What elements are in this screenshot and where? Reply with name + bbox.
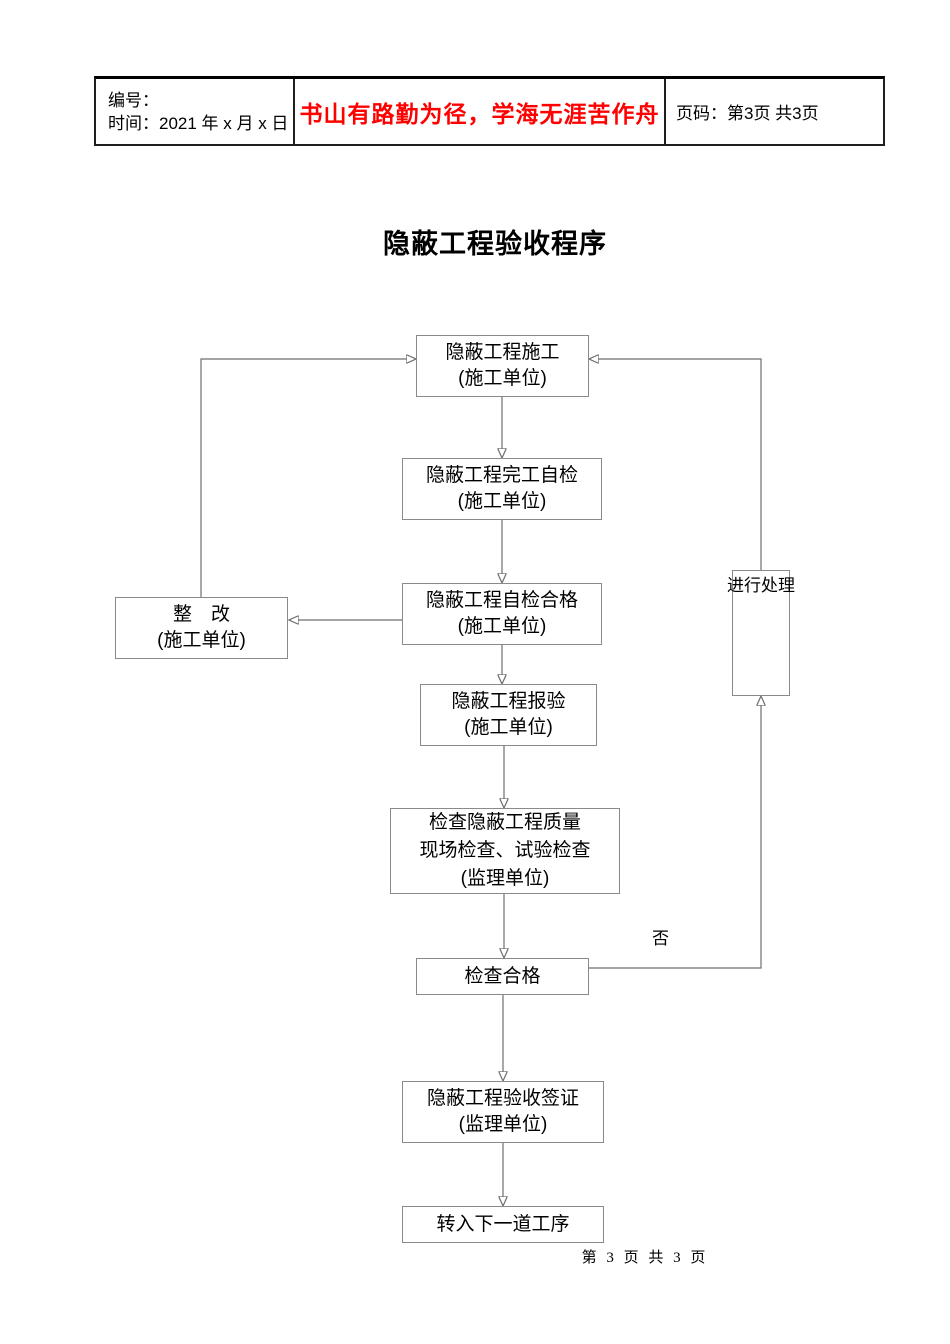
flow-node-label: 隐蔽工程验收签证 <box>426 1088 579 1109</box>
flow-node-sublabel: (施工单位) <box>457 616 547 637</box>
page-footer-number: 第 3 页 共 3 页 <box>581 1250 709 1266</box>
flow-node-next-process: 转入下一道工序 <box>402 1206 604 1243</box>
header-motto-text: 书山有路勤为径，学海无涯苦作舟 <box>299 101 660 127</box>
header-page-number-label: 页码：第3页 共3页 <box>676 104 819 123</box>
flow-node-label: 隐蔽工程报验 <box>451 691 566 712</box>
flow-node-sublabel: (施工单位) <box>157 630 246 651</box>
flow-node-label: 隐蔽工程施工 <box>445 342 560 363</box>
flow-node-sublabel: (施工单位) <box>458 368 547 389</box>
flow-node-inspection-report: 隐蔽工程报验 (施工单位) <box>420 684 597 746</box>
flow-node-label: 隐蔽工程自检合格 <box>425 590 578 611</box>
flow-node-rectification: 整 改 (施工单位) <box>115 597 288 659</box>
header-cell-motto: 书山有路勤为径，学海无涯苦作舟 <box>295 79 666 144</box>
flow-node-inspection-pass: 检查合格 <box>416 958 589 995</box>
flow-node-handle-treatment: 进行处理 <box>727 570 795 696</box>
flow-node-quality-inspection: 检查隐蔽工程质量 现场检查、试验检查 (监理单位) <box>390 808 620 894</box>
header-number-label: 编号： <box>108 90 159 110</box>
flow-node-sublabel: (监理单位) <box>458 1114 548 1135</box>
flow-node-construction: 隐蔽工程施工 (施工单位) <box>416 335 589 397</box>
connector-handle-to-construction <box>598 359 762 570</box>
flow-node-sublabel: (施工单位) <box>457 491 547 512</box>
flow-node-acceptance-signature: 隐蔽工程验收签证 (监理单位) <box>402 1081 604 1143</box>
flow-node-self-check-pass: 隐蔽工程自检合格 (施工单位) <box>402 583 602 645</box>
edge-label-no: 否 <box>652 929 669 948</box>
flow-node-completion-self-check: 隐蔽工程完工自检 (施工单位) <box>402 458 602 520</box>
flow-node-label: 转入下一道工序 <box>436 1213 570 1235</box>
flow-node-label: 隐蔽工程完工自检 <box>425 465 578 486</box>
flow-node-label2: 现场检查、试验检查 <box>419 840 591 861</box>
flow-node-label: 检查隐蔽工程质量 <box>428 812 581 833</box>
connector-rectification-to-construction <box>200 359 407 597</box>
header-cell-page-number: 页码：第3页 共3页 <box>666 79 883 144</box>
flow-node-sublabel: (施工单位) <box>464 717 553 738</box>
flow-node-label: 检查合格 <box>464 965 541 987</box>
header-table: 编号： 时间：2021 年 x 月 x 日 书山有路勤为径，学海无涯苦作舟 页码… <box>94 76 885 146</box>
flow-node-sublabel: (监理单位) <box>460 868 550 889</box>
flow-node-label: 整 改 <box>172 604 230 625</box>
page-title: 隐蔽工程验收程序 <box>383 229 607 259</box>
header-cell-number-date: 编号： 时间：2021 年 x 月 x 日 <box>96 79 295 144</box>
flow-node-label: 进行处理 <box>727 576 795 595</box>
header-date-label: 时间：2021 年 x 月 x 日 <box>108 113 289 133</box>
